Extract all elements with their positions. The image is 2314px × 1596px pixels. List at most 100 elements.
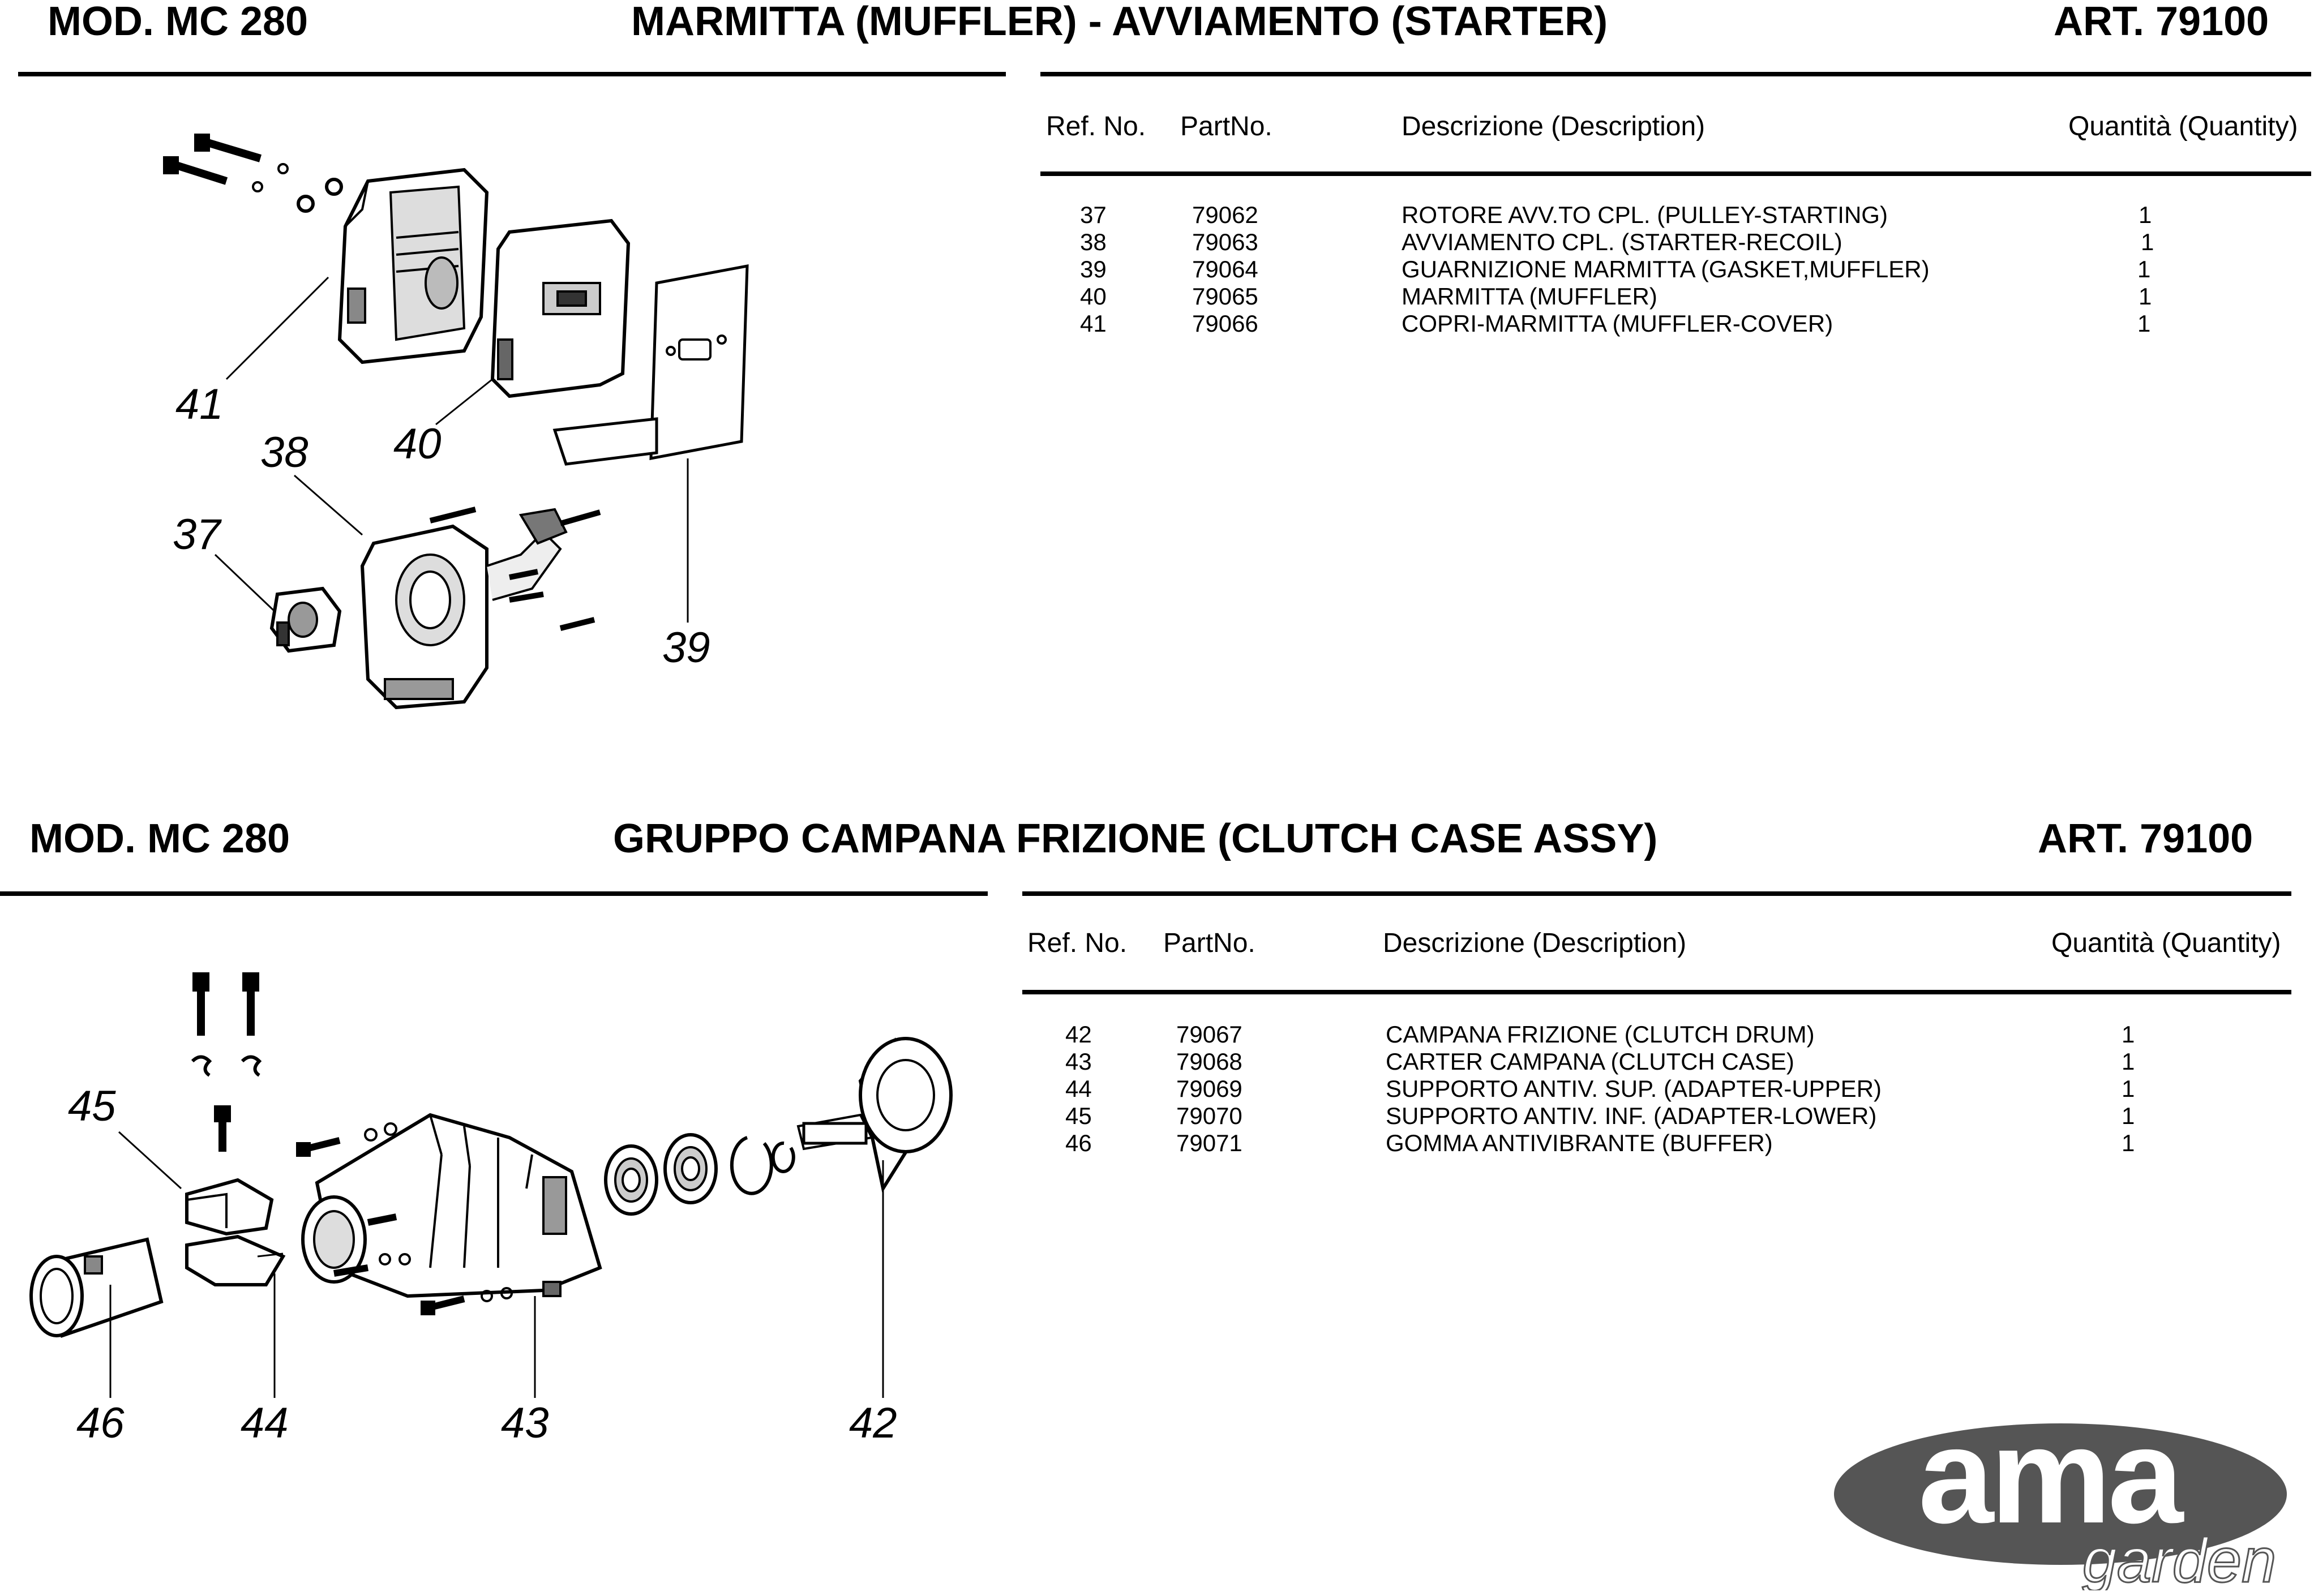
- section2-parts-table: 42 79067 CAMPANA FRIZIONE (CLUTCH DRUM) …: [1022, 1021, 2290, 1157]
- part-cell: 79070: [1176, 1102, 1242, 1129]
- callout-39: 39: [662, 624, 710, 672]
- desc-cell: GUARNIZIONE MARMITTA (GASKET,MUFFLER): [1402, 256, 1930, 282]
- bolt-shape: [163, 134, 262, 185]
- ref-cell: 37: [1080, 201, 1107, 228]
- qty-cell: 1: [2122, 1021, 2135, 1048]
- qty-cell: 1: [2122, 1130, 2135, 1156]
- logo-oval: [1834, 1423, 2287, 1565]
- starter-housing-shape: [360, 508, 568, 710]
- section1-parts-table: 37 79062 ROTORE AVV.TO CPL. (PULLEY-STAR…: [1040, 201, 2308, 337]
- desc-cell: COPRI-MARMITTA (MUFFLER-COVER): [1402, 310, 1833, 337]
- section2-col-desc: Descrizione (Description): [1383, 928, 1687, 958]
- ref-cell: 42: [1065, 1021, 1092, 1048]
- qty-cell: 1: [2137, 310, 2151, 337]
- section1-col-qty: Quantità (Quantity): [2068, 111, 2298, 141]
- ref-cell: 44: [1065, 1075, 1092, 1102]
- muffler-starter-diagram: 41 38 40 37 39: [163, 134, 749, 710]
- section1-col-desc: Descrizione (Description): [1402, 111, 1705, 141]
- ref-cell: 46: [1065, 1130, 1092, 1156]
- table-row: 37 79062 ROTORE AVV.TO CPL. (PULLEY-STAR…: [1040, 201, 2308, 229]
- part-cell: 79062: [1192, 201, 1258, 228]
- buffer-shape: [29, 1237, 164, 1338]
- desc-cell: CARTER CAMPANA (CLUTCH CASE): [1386, 1048, 1794, 1075]
- ama-garden-logo: ama garden: [1834, 1421, 2287, 1590]
- qty-cell: 1: [2122, 1048, 2135, 1075]
- table-row: 40 79065 MARMITTA (MUFFLER) 1: [1040, 283, 2308, 310]
- part-cell: 79071: [1176, 1130, 1242, 1156]
- section2-model: MOD. MC 280: [29, 816, 290, 861]
- callout-46: 46: [76, 1399, 125, 1447]
- section2-article: ART. 79100: [2038, 816, 2253, 861]
- section1-right-rule: [1040, 72, 2311, 76]
- section1-title: MARMITTA (MUFFLER) - AVVIAMENTO (STARTER…: [631, 0, 1608, 44]
- section1-col-ref: Ref. No.: [1046, 111, 1146, 141]
- part-cell: 79067: [1176, 1021, 1242, 1048]
- table-row: 45 79070 SUPPORTO ANTIV. INF. (ADAPTER-L…: [1022, 1102, 2290, 1130]
- callout-40: 40: [393, 420, 442, 468]
- callout-44: 44: [241, 1399, 289, 1447]
- pulley-rotor-shape: [269, 586, 342, 653]
- qty-cell: 1: [2122, 1075, 2135, 1102]
- section1-table-rule: [1040, 171, 2311, 176]
- qty-cell: 1: [2122, 1102, 2135, 1129]
- ref-cell: 39: [1080, 256, 1107, 282]
- section2-col-part: PartNo.: [1163, 928, 1255, 958]
- callout-43: 43: [501, 1399, 549, 1447]
- callout-37: 37: [173, 510, 222, 559]
- table-row: 46 79071 GOMMA ANTIVIBRANTE (BUFFER) 1: [1022, 1130, 2290, 1157]
- section2-left-rule: [0, 891, 988, 896]
- bearing-shape: [663, 1133, 718, 1204]
- part-cell: 79063: [1192, 229, 1258, 255]
- adapter-upper-shape: [185, 1178, 274, 1236]
- ref-cell: 45: [1065, 1102, 1092, 1129]
- section1-article: ART. 79100: [2054, 0, 2269, 44]
- table-row: 43 79068 CARTER CAMPANA (CLUTCH CASE) 1: [1022, 1048, 2290, 1075]
- desc-cell: SUPPORTO ANTIV. INF. (ADAPTER-LOWER): [1386, 1102, 1877, 1129]
- bearing-shape: [604, 1144, 658, 1216]
- section1-model: MOD. MC 280: [48, 0, 308, 44]
- callout-41: 41: [175, 380, 224, 428]
- callout-42: 42: [849, 1399, 897, 1447]
- section2-col-ref: Ref. No.: [1027, 928, 1128, 958]
- qty-cell: 1: [2139, 201, 2152, 228]
- clutch-case-shape: [301, 1113, 602, 1298]
- clutch-case-diagram: 45 46 44 43 42: [29, 972, 953, 1447]
- section2-table-rule: [1022, 990, 2291, 994]
- table-row: 42 79067 CAMPANA FRIZIONE (CLUTCH DRUM) …: [1022, 1021, 2290, 1048]
- logo-brand: ama: [1918, 1421, 2184, 1551]
- muffler-cover-shape: [337, 168, 489, 364]
- table-row: 38 79063 AVVIAMENTO CPL. (STARTER-RECOIL…: [1040, 229, 2308, 256]
- ref-cell: 38: [1080, 229, 1107, 255]
- ref-cell: 40: [1080, 283, 1107, 310]
- desc-cell: MARMITTA (MUFFLER): [1402, 283, 1657, 310]
- section2-right-rule: [1022, 891, 2291, 896]
- adapter-lower-shape: [185, 1234, 286, 1286]
- table-row: 39 79064 GUARNIZIONE MARMITTA (GASKET,MU…: [1040, 256, 2308, 283]
- part-cell: 79068: [1176, 1048, 1242, 1075]
- part-cell: 79065: [1192, 283, 1258, 310]
- desc-cell: CAMPANA FRIZIONE (CLUTCH DRUM): [1386, 1021, 1815, 1048]
- logo-sub: garden: [2082, 1526, 2277, 1590]
- desc-cell: ROTORE AVV.TO CPL. (PULLEY-STARTING): [1402, 201, 1888, 228]
- desc-cell: SUPPORTO ANTIV. SUP. (ADAPTER-UPPER): [1386, 1075, 1882, 1102]
- ref-cell: 43: [1065, 1048, 1092, 1075]
- gasket-shape: [552, 264, 749, 466]
- section2-title: GRUPPO CAMPANA FRIZIONE (CLUTCH CASE ASS…: [613, 816, 1658, 861]
- section1-left-rule: [18, 72, 1006, 76]
- table-row: 41 79066 COPRI-MARMITTA (MUFFLER-COVER) …: [1040, 310, 2308, 337]
- muffler-shape: [490, 218, 631, 398]
- callout-45: 45: [68, 1082, 116, 1130]
- qty-cell: 1: [2141, 229, 2154, 255]
- desc-cell: GOMMA ANTIVIBRANTE (BUFFER): [1386, 1130, 1773, 1156]
- section2-col-qty: Quantità (Quantity): [2051, 928, 2281, 958]
- callout-38: 38: [260, 428, 308, 477]
- part-cell: 79069: [1176, 1075, 1242, 1102]
- clutch-drum-shape: [796, 1037, 953, 1193]
- desc-cell: AVVIAMENTO CPL. (STARTER-RECOIL): [1402, 229, 1842, 255]
- table-row: 44 79069 SUPPORTO ANTIV. SUP. (ADAPTER-U…: [1022, 1075, 2290, 1102]
- part-cell: 79064: [1192, 256, 1258, 282]
- qty-cell: 1: [2139, 283, 2152, 310]
- part-cell: 79066: [1192, 310, 1258, 337]
- section1-col-part: PartNo.: [1180, 111, 1272, 141]
- ref-cell: 41: [1080, 310, 1107, 337]
